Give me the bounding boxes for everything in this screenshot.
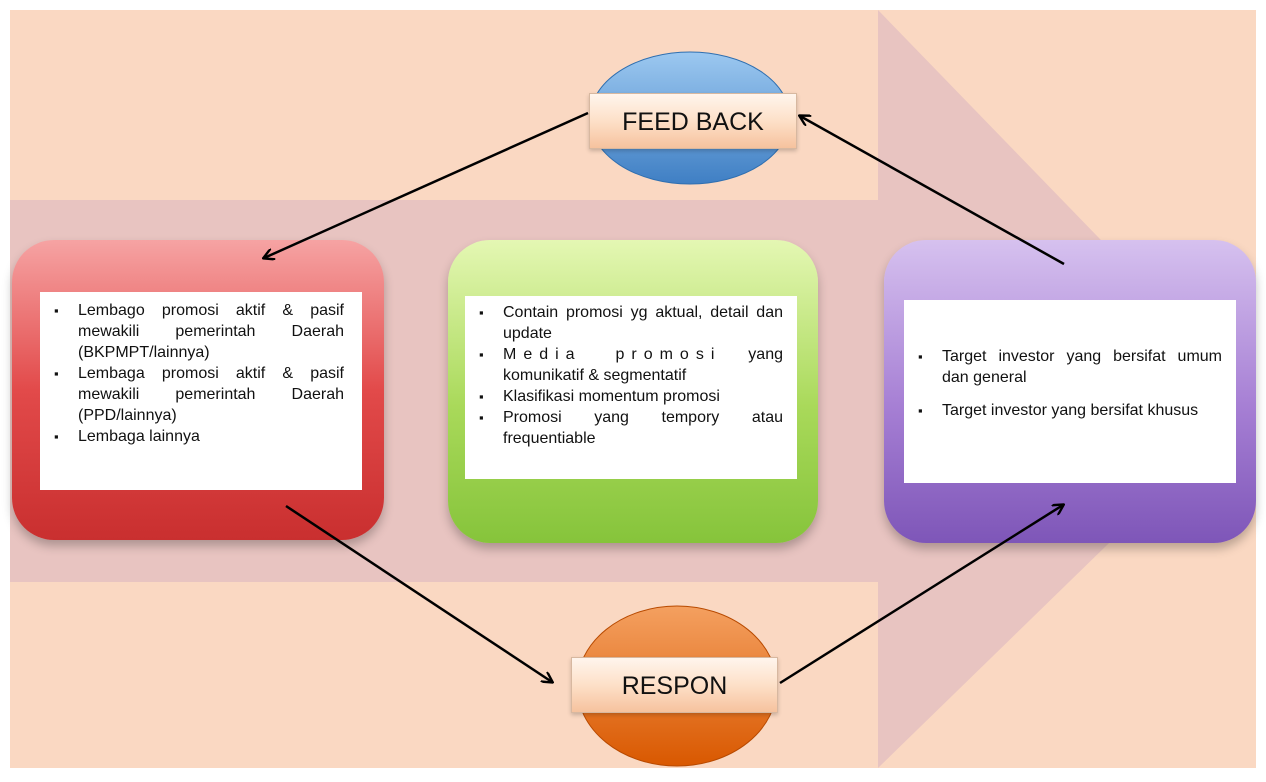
respon-label: RESPON	[571, 657, 778, 713]
list-item-text: yang komunikatif & segmentatif	[503, 346, 783, 384]
list-item: Contain promosi yg aktual, detail dan up…	[465, 302, 783, 344]
list-item: Lembaga promosi aktif & pasif mewakili p…	[40, 363, 344, 426]
middle-list: Contain promosi yg aktual, detail dan up…	[465, 302, 783, 449]
list-item: Promosi yang tempory atau frequentiable	[465, 407, 783, 449]
list-item-spaced-text: Media promosi	[503, 346, 722, 363]
list-item: Media promosi yang komunikatif & segment…	[465, 344, 783, 386]
list-item: Lembaga lainnya	[40, 426, 344, 447]
middle-panel: Contain promosi yg aktual, detail dan up…	[465, 296, 797, 479]
list-item: Klasifikasi momentum promosi	[465, 386, 783, 407]
right-panel: Target investor yang bersifat umum dan g…	[904, 300, 1236, 483]
list-item: Lembago promosi aktif & pasif mewakili p…	[40, 300, 344, 363]
right-list: Target investor yang bersifat umum dan g…	[904, 346, 1222, 421]
feedback-label: FEED BACK	[589, 93, 797, 149]
list-item: Target investor yang bersifat khusus	[904, 400, 1222, 421]
left-list: Lembago promosi aktif & pasif mewakili p…	[40, 300, 344, 447]
left-panel: Lembago promosi aktif & pasif mewakili p…	[40, 292, 362, 490]
list-item: Target investor yang bersifat umum dan g…	[904, 346, 1222, 388]
